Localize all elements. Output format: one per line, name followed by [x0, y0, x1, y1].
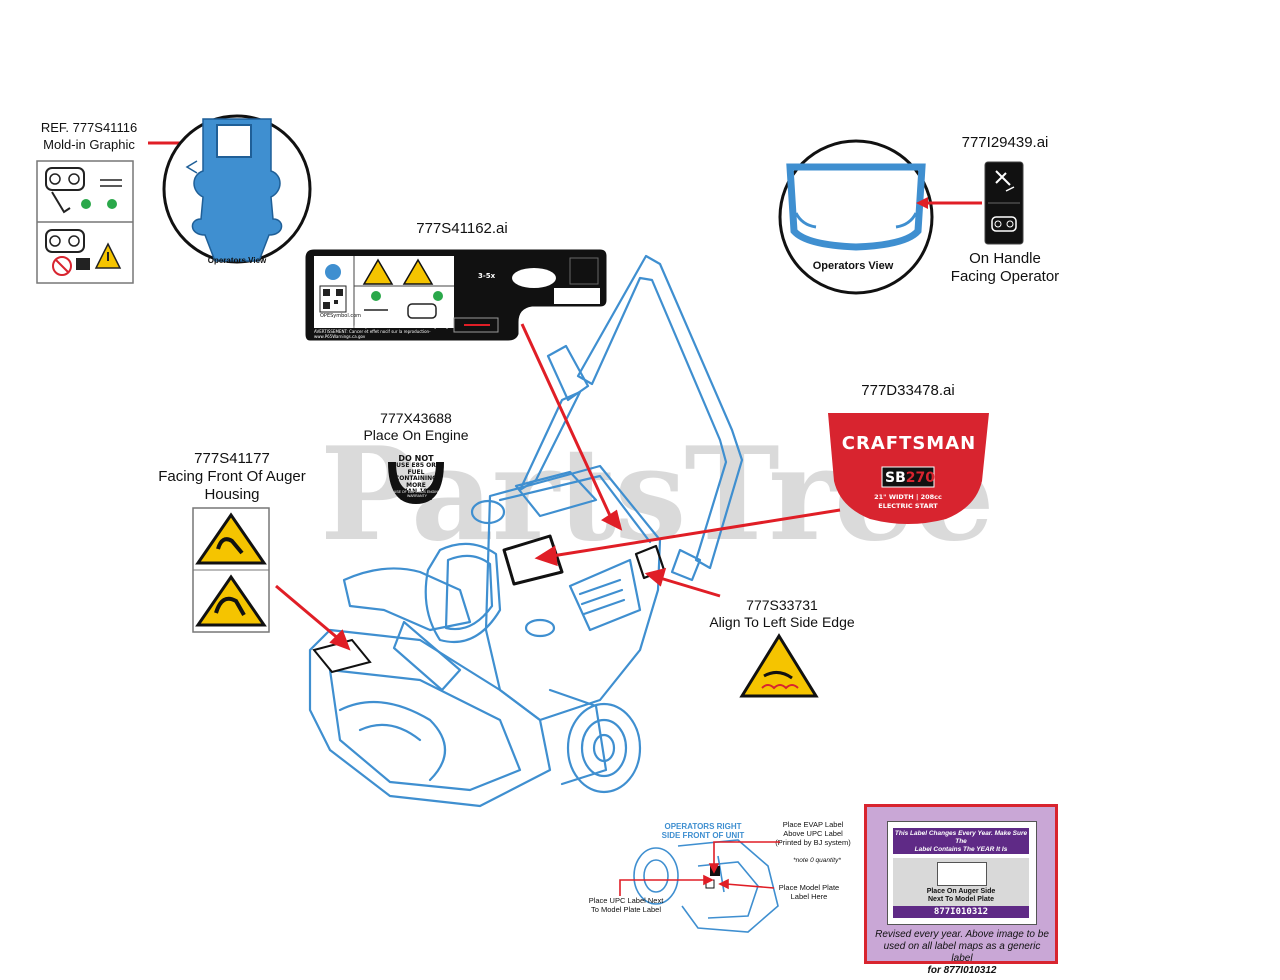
label-777S41177-line2: Facing Front Of Auger: [158, 468, 306, 485]
inset-evap-line2: Above UPC Label: [783, 829, 843, 838]
craftsman-start: ELECTRIC START: [878, 502, 938, 510]
inset-upc: Place UPC Label Next To Model Plate Labe…: [578, 896, 674, 914]
revision-caption-line3: for 877I010312: [927, 965, 997, 976]
panel-warning: WARNING: Cancer and Reproductive Harm- w…: [314, 324, 454, 339]
engine-decal-line4: THAN 10% ETHANOL: [398, 488, 434, 502]
inset-title: OPERATORS RIGHT SIDE FRONT OF UNIT: [650, 822, 756, 840]
craftsman-model-sb: SB: [885, 470, 906, 486]
on-handle-line2: Facing Operator: [950, 268, 1060, 285]
inset-model-plate: Place Model Plate Label Here: [772, 883, 846, 901]
engine-decal-line1: DO NOT: [398, 454, 434, 463]
hot-surface-decal-777S33731: [739, 633, 819, 699]
revision-caption: Revised every year. Above image to be us…: [873, 929, 1051, 977]
inset-upc-line2: To Model Plate Label: [590, 905, 662, 914]
craftsman-model-num: 270: [905, 470, 935, 486]
check-icon: [81, 199, 91, 209]
auger-warning-decal-777S41177: [192, 507, 270, 633]
inset-note: *note 0 quantity*: [793, 857, 841, 864]
label-777X43688-line2: Place On Engine: [363, 427, 469, 443]
auger-icon: [407, 303, 437, 319]
craftsman-model: SB270: [884, 469, 936, 487]
revision-box: This Label Changes Every Year. Make Sure…: [864, 804, 1058, 976]
mold-in-graphic: [36, 160, 134, 284]
hand-auger-hazard-icon: [362, 258, 394, 285]
label-777X43688: 777X43688 Place On Engine: [356, 410, 476, 444]
craftsman-specs: 21" WIDTH | 208cc ELECTRIC START: [846, 493, 970, 511]
craftsman-decal-777D33478: [828, 413, 989, 524]
revision-caption-line1: Revised every year. Above image to be: [875, 929, 1049, 940]
handle-arrow: [916, 197, 982, 209]
panel-warning-en: WARNING: Cancer and Reproductive Harm- w…: [314, 324, 453, 329]
revision-place-line1: Place On Auger Side: [926, 888, 996, 895]
on-handle-line1: On Handle: [969, 250, 1041, 267]
craftsman-width: 21" WIDTH | 208cc: [874, 493, 942, 501]
revision-band: This Label Changes Every Year. Make Sure…: [893, 828, 1029, 861]
engine-decal-ring: USE OF E85 VOIDS ENGINE WARRANTY: [393, 490, 441, 498]
label-777S33731: 777S33731 Align To Left Side Edge: [704, 597, 860, 631]
label-777S41177-line1: 777S41177: [194, 450, 270, 467]
panel-warning-fr: AVERTISSEMENT: Cancer et effet nocif sur…: [314, 329, 431, 339]
inset-evap-line3: (Printed by BJ system): [775, 838, 851, 847]
inset-evap: Place EVAP Label Above UPC Label (Printe…: [766, 820, 860, 847]
operators-view-left-circle: [162, 114, 312, 264]
ref-mold-label: REF. 777S41116 Mold-in Graphic: [26, 119, 152, 153]
engine-decal-777X43688: [388, 462, 444, 504]
label-777D33478: 777D33478.ai: [861, 382, 955, 399]
ref-mold-line2: Mold-in Graphic: [43, 137, 135, 152]
inset-model-plate-line1: Place Model Plate: [778, 883, 840, 892]
inset-title-line2: SIDE FRONT OF UNIT: [661, 831, 745, 840]
operators-view-right-circle: [778, 139, 934, 295]
snowblower-drawing: [308, 254, 744, 808]
inset-upc-line1: Place UPC Label Next: [588, 896, 664, 905]
revision-caption-line2: used on all label maps as a generic labe…: [883, 941, 1041, 964]
engine-decal-line3: CONTAINING MORE: [394, 475, 438, 489]
panel-ope: OPESymbol.com: [320, 313, 362, 319]
revision-label-sample: This Label Changes Every Year. Make Sure…: [887, 821, 1037, 925]
engine-decal-line2: USE E85 OR FUEL: [396, 462, 436, 476]
label-777S41177: 777S41177 Facing Front Of Auger Housing: [150, 450, 314, 504]
hot-surface-hazard-icon: [739, 633, 819, 698]
label-777S33731-line1: 777S33731: [746, 597, 818, 613]
revision-place-text: Place On Auger Side Next To Model Plate: [893, 888, 1029, 904]
panel-speed: 3-5x: [478, 272, 496, 280]
on-handle-label: On Handle Facing Operator: [940, 250, 1070, 286]
revision-part-number: 877I010312: [893, 906, 1029, 918]
revision-mini-label: [937, 862, 987, 886]
label-777S33731-line2: Align To Left Side Edge: [709, 614, 855, 630]
ref-mold-line1: REF. 777S41116: [40, 120, 138, 135]
label-777I29439: 777I29439.ai: [961, 134, 1049, 151]
label-777S41177-line3: Housing: [204, 486, 260, 503]
inset-model-plate-line2: Label Here: [790, 892, 828, 901]
label-777X43688-line1: 777X43688: [380, 410, 452, 426]
handle-decal-777I29439: [984, 161, 1024, 245]
operators-view-right: Operators View: [812, 260, 894, 272]
revision-place-line2: Next To Model Plate: [928, 896, 994, 903]
inset-evap-line1: Place EVAP Label: [782, 820, 844, 829]
operators-view-left: Operators View: [207, 256, 267, 265]
revision-band-line2: Label Contains The YEAR It Is Manufactur…: [914, 846, 1008, 861]
revision-band-line1: This Label Changes Every Year. Make Sure…: [894, 830, 1028, 845]
inset-title-line1: OPERATORS RIGHT: [664, 822, 742, 831]
craftsman-brand: CRAFTSMAN: [841, 433, 977, 454]
panel-decal-777S41162: [305, 249, 607, 341]
engine-decal-text: DO NOT USE E85 OR FUEL CONTAINING MORE T…: [388, 455, 444, 502]
label-777S41162: 777S41162.ai: [416, 220, 508, 237]
